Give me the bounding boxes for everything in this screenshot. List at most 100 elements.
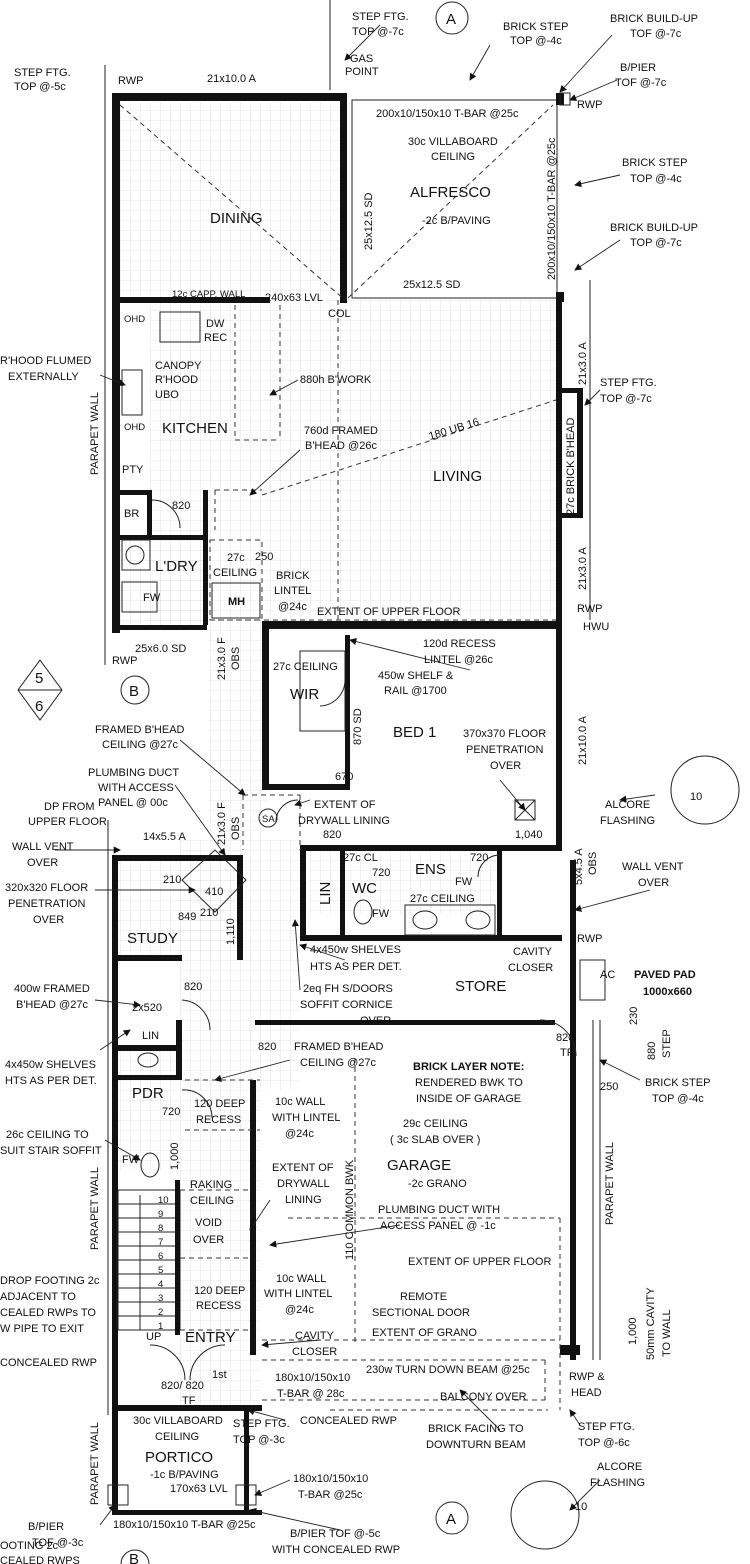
note-brick-buildup-b: TOF @-7c (630, 28, 682, 40)
room-pty: PTY (122, 464, 144, 476)
note-tbar-25c: 180x10/150x10 (293, 1473, 368, 1485)
note-alcore-1: ALCORE (605, 799, 650, 811)
note-cavity-closer-1: CAVITY (513, 946, 553, 958)
note-void-b: OVER (193, 1234, 224, 1246)
room-alfresco: ALFRESCO (410, 184, 491, 201)
note-rwp-2: RWP (577, 99, 602, 111)
note-obs3: OBS (587, 852, 599, 875)
note-rwp-6: RWP & (569, 1371, 605, 1383)
note-step-ftg-right-b: TOP @-7c (600, 393, 652, 405)
note-sd-25x12-v: 25x12.5 SD (363, 192, 375, 250)
note-ceiling-27-wir: 27c CEILING (273, 661, 338, 673)
note-common-bwk: 110 COMMON BWK (344, 1159, 356, 1260)
note-rwp-3: RWP (577, 603, 602, 615)
room-store: STORE (455, 978, 506, 995)
note-ceiling-27c-b: CEILING (213, 567, 257, 579)
note-ceiling-26c-b: SUIT STAIR SOFFIT (0, 1145, 102, 1157)
note-alcore-1-b: FLASHING (600, 815, 655, 827)
section-markers: A A B B 5 6 (17, 1, 740, 1564)
note-wall-lintel-2-c: @24c (285, 1304, 314, 1316)
note-wall-lintel-1: 10c WALL (275, 1096, 325, 1108)
note-d720-3: 720 (162, 1106, 180, 1118)
note-step-ftg-3c: STEP FTG. (233, 1418, 290, 1430)
note-footing-cut-b: CEALED RWPS (0, 1555, 80, 1564)
note-brick-step-4c-b: TOP @-4c (510, 35, 562, 47)
note-wall-lintel-2-b: WITH LINTEL (264, 1288, 332, 1300)
stair-step-number: 4 (158, 1279, 163, 1290)
note-rhood: R'HOOD (155, 374, 198, 386)
note-bpier-7c-b: TOF @-7c (615, 77, 667, 89)
note-step-ftg-7c: STEP FTG. (352, 11, 409, 23)
annotations: STEP FTG. TOP @-5c STEP FTG. TOP @-7c BR… (0, 11, 710, 1564)
note-tbar-25c-b: T-BAR @25c (298, 1489, 363, 1501)
note-step-ftg-6c-b: TOP @-6c (578, 1437, 630, 1449)
note-plumbing-duct-b: WITH ACCESS (98, 782, 174, 794)
note-d1000b: 1,000 (627, 1317, 639, 1345)
note-paving-portico: -1c B/PAVING (150, 1469, 219, 1481)
room-pdr: PDR (132, 1085, 164, 1102)
note-villaboard-1-b: CEILING (431, 151, 475, 163)
note-sd-25x6: 25x6.0 SD (135, 643, 186, 655)
note-garage-ceiling-b: ( 3c SLAB OVER ) (390, 1134, 480, 1146)
room-laundry: L'DRY (155, 558, 198, 575)
note-a-21x3-1: 21x3.0 A (577, 342, 589, 385)
note-framed-bhead-2: FRAMED B'HEAD (294, 1041, 384, 1053)
note-brick-step-right: BRICK STEP (622, 157, 687, 169)
note-d1000: 1,000 (169, 1142, 181, 1170)
note-cl-27c: 27c CL (343, 852, 378, 864)
note-plumbing-duct-2-b: ACCESS PANEL @ -1c (380, 1220, 496, 1232)
stair-step-number: 9 (158, 1209, 163, 1220)
note-remote-door: REMOTE (400, 1291, 447, 1303)
note-rwp-4: RWP (112, 655, 137, 667)
note-turn-down-beam: 230w TURN DOWN BEAM @25c (366, 1364, 530, 1376)
note-fw-ens: FW (455, 876, 473, 888)
room-dining: DINING (210, 210, 263, 227)
note-extent-drywall-2: EXTENT OF (272, 1162, 334, 1174)
section-b: B (129, 683, 139, 700)
note-bwork-880: 880h B'WORK (300, 374, 372, 386)
note-extent-drywall: EXTENT OF (314, 799, 376, 811)
note-capp-wall: 12c CAPP. WALL (172, 289, 245, 300)
note-rec: REC (204, 332, 227, 344)
note-step-ftg-6c: STEP FTG. (578, 1421, 635, 1433)
note-brick-step-4c: BRICK STEP (503, 21, 568, 33)
note-wall-vent-left-b: OVER (27, 857, 58, 869)
note-paving-alf: -2c B/PAVING (422, 215, 491, 227)
note-lvl-240: 240x63 LVL (265, 292, 323, 304)
note-soffit-over: OVER (360, 1015, 391, 1027)
room-bed1: BED 1 (393, 724, 436, 741)
room-wir: WIR (290, 686, 319, 703)
note-step: STEP (661, 1029, 673, 1058)
note-lintel-26c: LINTEL @26c (424, 654, 493, 666)
note-sa: SA (262, 814, 275, 825)
note-brick-lintel-b: LINTEL (274, 585, 311, 597)
sheet-number-top: 5 (35, 670, 43, 687)
note-brick-facing-b: DOWNTURN BEAM (426, 1439, 526, 1451)
room-living: LIVING (433, 468, 482, 485)
note-d820-820: 820/ 820 (161, 1380, 204, 1392)
note-cavity-closer-2-b: CLOSER (292, 1346, 337, 1358)
note-paved-pad: PAVED PAD (634, 969, 696, 981)
note-wall-vent-right-b: OVER (638, 877, 669, 889)
note-d2x520: 2x520 (132, 1002, 162, 1014)
note-rwp-5: RWP (577, 933, 602, 945)
room-ens: ENS (415, 861, 446, 878)
note-d849: 849 (178, 911, 196, 923)
note-d210a: 210 (163, 874, 181, 886)
note-step-ftg-3c-b: TOP @-3c (233, 1434, 285, 1446)
note-rhood-flumed: R'HOOD FLUMED (0, 355, 91, 367)
note-garage-grano: -2c GRANO (408, 1178, 467, 1190)
note-concealed-rwp-2: CONCEALED RWP (300, 1415, 397, 1427)
note-brick-step-bottom-b: TOP @-4c (652, 1093, 704, 1105)
room-br: BR (124, 508, 139, 520)
note-hwu: HWU (583, 621, 609, 633)
note-void: VOID (195, 1217, 222, 1229)
note-dw: DW (206, 318, 225, 330)
note-villaboard-1: 30c VILLABOARD (408, 136, 498, 148)
stair-step-number: 8 (158, 1223, 163, 1234)
note-soffit-cornice: SOFFIT CORNICE (300, 999, 393, 1011)
note-extent-drywall-2-c: LINING (285, 1194, 322, 1206)
note-bpier-5c: B/PIER TOF @-5c (290, 1528, 381, 1540)
note-penetration-370: 370x370 FLOOR (463, 728, 546, 740)
